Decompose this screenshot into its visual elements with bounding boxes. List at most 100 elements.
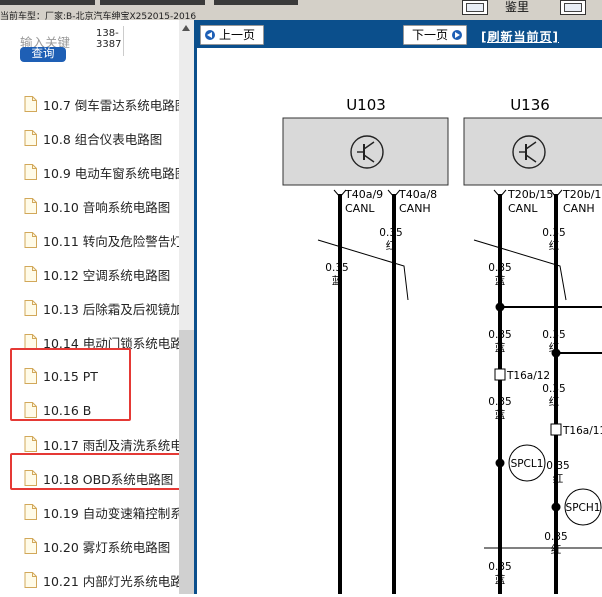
tree-item[interactable]: 10.11 转向及危险警告灯 [24,223,180,257]
next-page-button[interactable]: 下一页 [403,25,468,45]
top-toolbar: 当前车型：厂家:B-北京汽车绅宝X252015-2016 鉴里 [0,0,602,20]
tree-item[interactable]: 10.18 OBD系统电路图 [24,461,180,495]
tree-item[interactable]: 10.20 雾灯系统电路图 [24,529,180,563]
arrow-left-icon [205,30,215,40]
wire-color: 红 [549,239,560,252]
wire-size: 0.35 [542,329,565,341]
pin-signal: CANL [508,202,538,215]
module-box [463,117,602,186]
transistor-icon [512,135,546,169]
module-box [282,117,449,186]
tree-item[interactable]: 10.15 PT [24,359,180,393]
tree-item-label: 10.14 电动门锁系统电路 [43,335,180,351]
connector-symbol [550,423,562,436]
tree-scrollbar[interactable] [179,20,194,594]
window-icon[interactable] [462,0,488,15]
next-page-label: 下一页 [412,28,449,42]
tree-item-label: 10.21 内部灯光系统电路 [43,573,180,589]
document-icon [24,504,37,520]
document-icon [24,164,37,180]
twist-marker [317,239,409,301]
module-label: U103 [346,96,386,114]
tree-item[interactable]: 10.19 自动变速箱控制系 [24,495,180,529]
search-result: 138- 3387 [96,28,126,50]
wire-color: 蓝 [495,574,506,586]
document-icon [24,368,37,384]
can-wires [338,194,558,594]
wire-size: 0.35 [544,531,567,543]
tree-item-label: 10.18 OBD系统电路图 [43,471,174,487]
tree-item-label: 10.11 转向及危险警告灯 [43,233,180,249]
tree-item-label: 10.15 PT [43,368,98,384]
vehicle-info: 当前车型：厂家:B-北京汽车绅宝X252015-2016 [0,12,197,20]
document-icon [24,436,37,452]
pin-signal: CANH [563,202,595,215]
toolbar-segment [214,0,298,5]
transistor-icon [350,135,384,169]
splice-dot [495,458,505,468]
tree-item[interactable]: 10.12 空调系统电路图 [24,257,180,291]
tree-item-label: 10.16 B [43,402,92,418]
highlight-box [10,348,131,421]
document-icon [24,334,37,350]
search-button[interactable]: 查询 [20,47,66,62]
wire-color: 红 [549,395,560,408]
wire-color: 蓝 [495,342,506,354]
tree-item-label: 10.8 组合仪表电路图 [43,131,163,147]
connector-label: T16a/12 [506,370,550,382]
wire-color: 蓝 [332,275,343,287]
document-icon [24,402,37,418]
document-icon [24,572,37,588]
wire-size: 0.35 [488,329,511,341]
tree-item[interactable]: 10.7 倒车雷达系统电路图 [24,87,180,121]
left-panel: 输入关键 138- 3387 查询 10.7 倒车雷达系统电路图 10.8 组合仪… [0,20,194,594]
prev-page-label: 上一页 [219,28,256,42]
tree-item[interactable]: 10.10 音响系统电路图 [24,189,180,223]
wire-color: 蓝 [495,409,506,421]
divider [123,26,124,56]
wire-size: 0.35 [488,396,511,408]
wire-size: 0.35 [379,227,402,239]
wire-size: 0.35 [542,383,565,395]
panel-border [194,48,197,594]
tree-item[interactable]: 10.9 电动车窗系统电路图 [24,155,180,189]
toolbar-label[interactable]: 鉴里 [505,0,530,14]
document-icon [24,130,37,146]
splice-label: SPCH1 [566,502,601,514]
refresh-page-link[interactable]: [刷新当前页] [481,30,559,44]
pin-signal: CANL [345,202,375,215]
splice-node [564,488,602,526]
splice-dot [551,502,561,512]
window-icon[interactable] [560,0,586,15]
tree-item[interactable]: 10.14 电动门锁系统电路 [24,325,180,359]
pin-signal: CANH [399,202,431,215]
tree-item[interactable]: 10.8 组合仪表电路图 [24,121,180,155]
wire-size: 0.35 [542,227,565,239]
search-result-line: 138- [96,28,119,39]
search-result-line: 3387 [96,39,122,50]
wire-size: 0.35 [325,262,348,274]
tree-item-label: 10.7 倒车雷达系统电路图 [43,97,180,113]
wire-size: 0.35 [546,460,569,472]
tree-item[interactable]: 10.13 后除霜及后视镜加 [24,291,180,325]
tree-item-label: 10.19 自动变速箱控制系 [43,505,180,521]
document-icon [24,266,37,282]
scroll-thumb[interactable] [179,330,194,594]
wire-color: 红 [386,239,397,252]
tree-item[interactable]: 10.16 B [24,393,180,427]
tree-item[interactable]: 10.21 内部灯光系统电路 [24,563,180,597]
wire-size: 0.35 [488,561,511,573]
tree-item[interactable]: 10.17 雨刮及清洗系统电 [24,427,180,461]
prev-page-button[interactable]: 上一页 [200,25,265,45]
tree-item-label: 10.12 空调系统电路图 [43,267,171,283]
scroll-up-icon[interactable] [182,25,190,31]
toolbar-segment [0,0,95,5]
pin-label: T40a/9 [344,188,383,201]
pin-label: T40a/8 [398,188,437,201]
search-label: 输入关键 [20,35,71,50]
tree-item-label: 10.17 雨刮及清洗系统电 [43,437,180,453]
document-icon [24,538,37,554]
wire-color: 红 [549,341,560,354]
toolbar-segment [100,0,205,5]
main-panel: 上一页 下一页 [刷新当前页] U103 U136 [194,20,602,594]
